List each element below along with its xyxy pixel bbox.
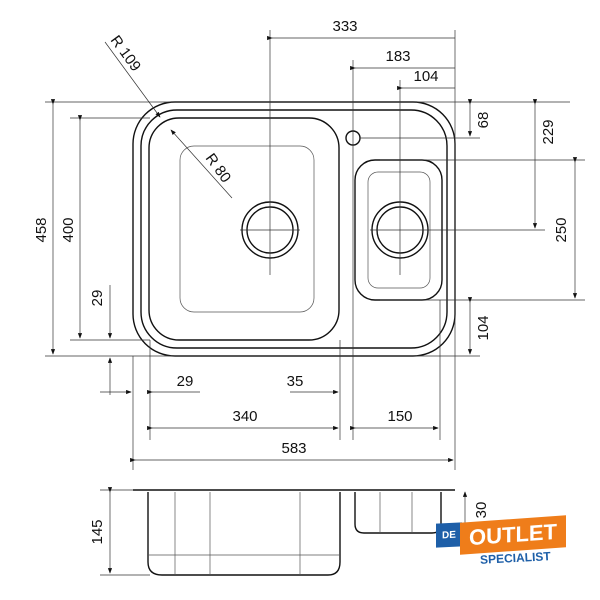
- dim-183: 183: [385, 48, 410, 65]
- dim-104-top: 104: [413, 68, 438, 85]
- dim-30: 30: [473, 502, 490, 519]
- sink-side-view: [133, 489, 455, 576]
- de-outlet-specialist-logo: DE OUTLET SPECIALIST: [436, 515, 570, 571]
- dim-145: 145: [89, 519, 106, 544]
- dim-333: 333: [332, 18, 357, 35]
- radius-109: R 109: [107, 32, 144, 74]
- dim-340: 340: [232, 408, 257, 425]
- dim-400: 400: [60, 217, 77, 242]
- logo-de: DE: [436, 522, 462, 548]
- dim-583: 583: [281, 440, 306, 457]
- dim-229: 229: [540, 119, 557, 144]
- sink-top-view: [132, 101, 456, 357]
- dim-104-right: 104: [475, 315, 492, 340]
- logo-specialist: SPECIALIST: [479, 549, 552, 567]
- dim-458: 458: [33, 217, 50, 242]
- dim-29-left: 29: [89, 290, 106, 307]
- dim-68: 68: [475, 112, 492, 129]
- dim-250: 250: [553, 217, 570, 242]
- radius-80: R 80: [202, 150, 234, 186]
- dim-35: 35: [287, 373, 304, 390]
- dim-150: 150: [387, 408, 412, 425]
- dim-29-bottom: 29: [177, 373, 194, 390]
